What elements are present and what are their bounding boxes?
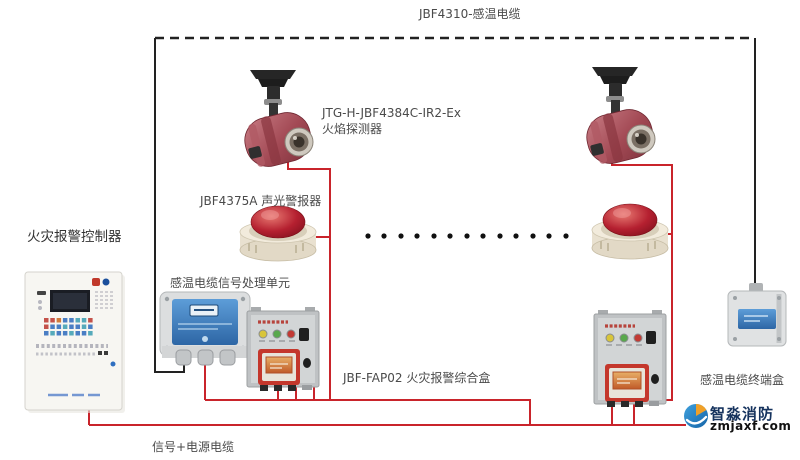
sound-light-alarm-left-icon	[239, 205, 317, 262]
fap-box-label: JBF-FAP02 火灾报警综合盒	[343, 371, 491, 385]
signal-processing-unit-icon	[159, 291, 251, 366]
continuation-dots	[365, 233, 569, 239]
controller-keypad	[44, 318, 93, 336]
loop-wire-left	[205, 399, 531, 425]
sounder-label: JBF4375A 声光警报器	[200, 194, 322, 208]
logo-website-url: zmjaxf.com	[710, 419, 792, 433]
zm-logo-icon	[684, 404, 708, 428]
processing-unit-label: 感温电缆信号处理单元	[170, 276, 291, 290]
terminal-box-label: 感温电缆终端盒	[700, 373, 785, 387]
flame-detector-label: JTG-H-JBF4384C-IR2-Ex 火焰探测器	[322, 105, 461, 137]
controller-label: 火灾报警控制器	[27, 229, 122, 245]
top-cable-label: JBF4310-感温电缆	[419, 7, 521, 21]
right-box-stubs	[611, 404, 635, 425]
terminal-box-icon	[727, 283, 787, 347]
flame-detector-left-icon	[244, 70, 314, 167]
logo-company-name: 智淼消防	[710, 405, 775, 423]
flame-detector-name: 火焰探测器	[322, 122, 383, 136]
fap02-box-right-icon	[593, 310, 667, 407]
left-detector-wire	[287, 160, 331, 400]
bottom-cable-label: 信号+电源电缆	[152, 440, 235, 454]
sound-light-alarm-right-icon	[591, 203, 669, 260]
fap02-box-left-icon	[246, 307, 320, 391]
flame-detector-right-icon	[586, 67, 656, 164]
fire-alarm-controller-icon	[24, 271, 125, 413]
flame-detector-model: JTG-H-JBF4384C-IR2-Ex	[322, 106, 461, 120]
